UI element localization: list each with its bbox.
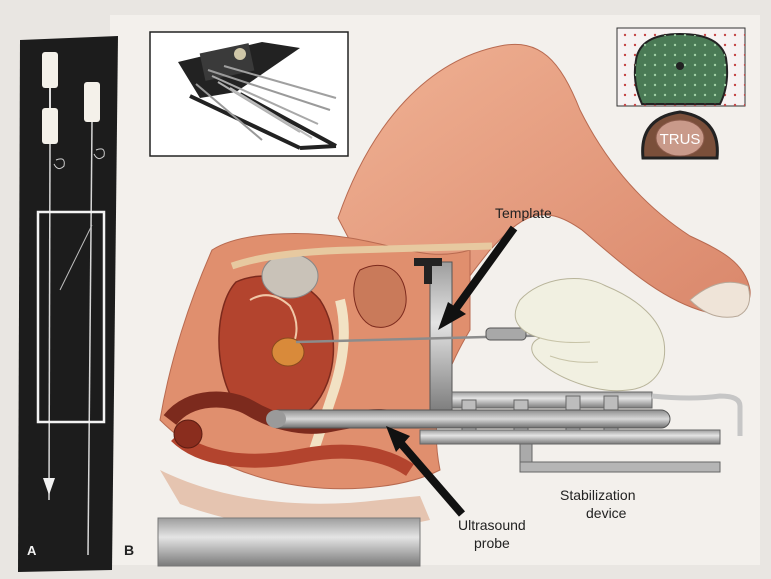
ultrasound-label-line2: probe xyxy=(474,535,510,551)
trus-label: TRUS xyxy=(660,131,701,148)
ultrasound-probe xyxy=(266,410,670,428)
needle-hub-2 xyxy=(42,108,58,144)
panel-a-needles: A xyxy=(18,36,118,572)
needle-hub-3 xyxy=(84,82,100,122)
table-support xyxy=(158,518,420,566)
stepper-rail xyxy=(452,392,652,408)
needle-hub-1 xyxy=(42,52,58,88)
ultrasound-label-line1: Ultrasound xyxy=(458,517,526,533)
pubic-bone xyxy=(262,254,318,298)
panel-b-label: B xyxy=(124,542,134,558)
panel-a-label: A xyxy=(27,543,37,558)
scrotum xyxy=(354,265,406,327)
stabilization-label-line2: device xyxy=(586,505,627,521)
urethra-dot xyxy=(676,62,684,70)
template-photo-inset xyxy=(150,32,348,156)
base-rail xyxy=(420,430,720,444)
needle-shaft-1 xyxy=(49,144,50,500)
stabilization-label-line1: Stabilization xyxy=(560,487,636,503)
template-label: Template xyxy=(495,205,552,221)
